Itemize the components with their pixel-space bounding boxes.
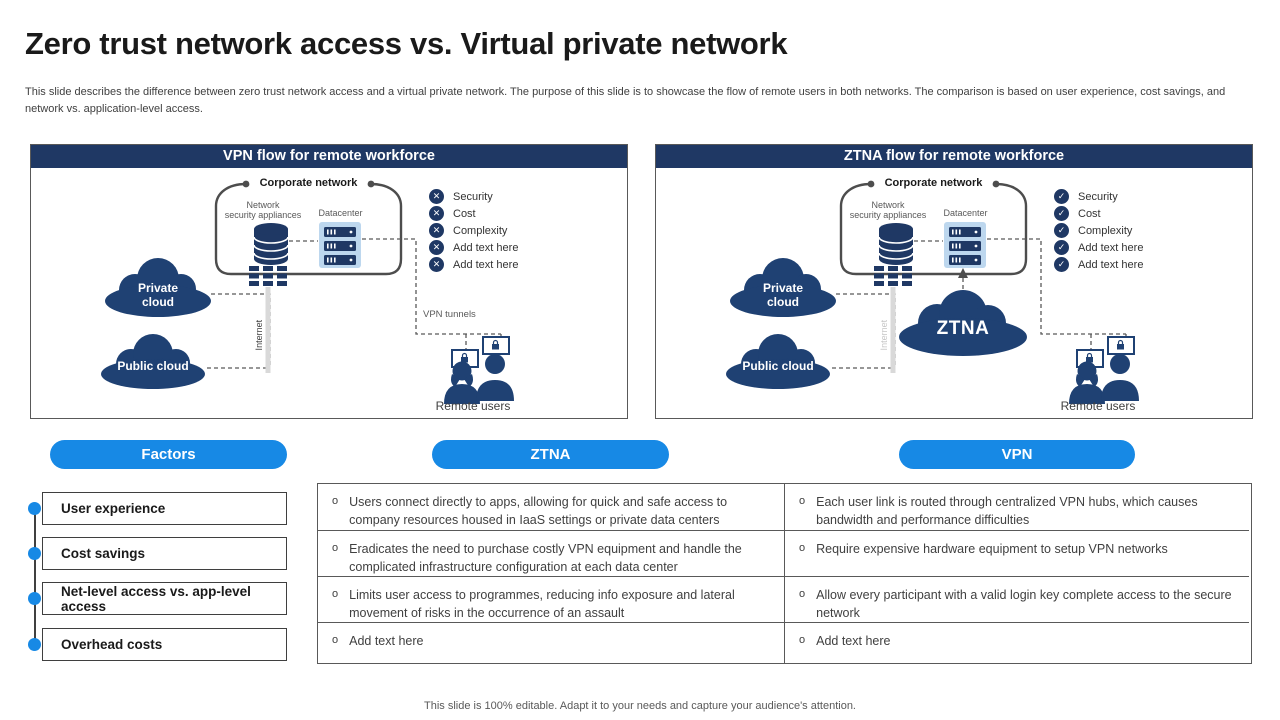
page-title: Zero trust network access vs. Virtual pr… — [25, 26, 788, 61]
vpn-issue-list: ✕Security ✕Cost ✕Complexity ✕Add text he… — [429, 188, 518, 273]
up-arrow-icon — [958, 268, 968, 278]
factor-item: Net-level access vs. app-level access — [42, 582, 287, 615]
vpn-diagram — [101, 180, 514, 404]
list-item: ✕Security — [429, 188, 518, 205]
cross-icon: ✕ — [429, 223, 444, 238]
cell-bullet: o — [332, 634, 339, 646]
cross-icon: ✕ — [429, 240, 444, 255]
list-item: ✕Complexity — [429, 222, 518, 239]
list-item: ✕Cost — [429, 205, 518, 222]
datacenter-label: Datacenter — [318, 208, 363, 218]
factor-dot — [28, 502, 41, 515]
public-cloud-label: Public cloud — [117, 359, 189, 373]
cell-bullet: o — [799, 634, 806, 646]
internet-label: Internet — [878, 319, 889, 351]
private-cloud — [730, 258, 836, 317]
list-item: ✓Add text here — [1054, 239, 1143, 256]
ztna-cloud — [899, 290, 1027, 356]
network-appliances-label: Network security appliances — [849, 200, 927, 221]
internet-trunk — [890, 287, 896, 373]
cell-bullet: o — [799, 495, 806, 507]
check-icon: ✓ — [1054, 223, 1069, 238]
remote-users-icons — [444, 354, 514, 404]
factor-dot — [28, 638, 41, 651]
switch-grid-icon — [249, 266, 287, 286]
list-item: ✕Add text here — [429, 239, 518, 256]
public-cloud — [726, 334, 830, 389]
remote-users-label: Remote users — [1060, 399, 1136, 413]
cross-icon: ✕ — [429, 189, 444, 204]
ztna-benefit-list: ✓Security ✓Cost ✓Complexity ✓Add text he… — [1054, 188, 1143, 273]
vpn-panel-body: Corporate network Network security appli… — [31, 168, 627, 418]
list-item: ✓Complexity — [1054, 222, 1143, 239]
cell-bullet: o — [799, 542, 806, 554]
remote-users-icons — [1069, 354, 1139, 404]
ztna-cloud-label: ZTNA — [936, 318, 990, 339]
ztna-panel-body: Corporate network Network security appli… — [656, 168, 1252, 418]
list-item: ✓Add text here — [1054, 256, 1143, 273]
check-icon: ✓ — [1054, 257, 1069, 272]
factor-item: User experience — [42, 492, 287, 525]
factor-item: Cost savings — [42, 537, 287, 570]
corporate-network-box — [839, 180, 1028, 276]
check-icon: ✓ — [1054, 240, 1069, 255]
private-cloud — [105, 258, 211, 317]
cell-bullet: o — [799, 588, 806, 600]
network-appliances-label: Network security appliances — [224, 200, 302, 221]
vpn-panel-title: VPN flow for remote workforce — [31, 145, 627, 168]
vpn-flow-panel: VPN flow for remote workforce — [30, 144, 628, 419]
server-rack-icon — [944, 222, 986, 268]
factor-dot — [28, 547, 41, 560]
switch-grid-icon — [874, 266, 912, 286]
list-item: ✕Add text here — [429, 256, 518, 273]
factor-item: Overhead costs — [42, 628, 287, 661]
check-icon: ✓ — [1054, 189, 1069, 204]
ztna-flow-panel: ZTNA flow for remote workforce — [655, 144, 1253, 419]
cell-bullet: o — [332, 588, 339, 600]
database-icon — [878, 223, 914, 265]
pill-vpn: VPN — [899, 440, 1135, 469]
list-item: ✓Security — [1054, 188, 1143, 205]
internet-trunk — [265, 287, 271, 373]
datacenter-label: Datacenter — [943, 208, 988, 218]
internet-label: Internet — [253, 319, 264, 351]
ztna-panel-title: ZTNA flow for remote workforce — [656, 145, 1252, 168]
footer-note: This slide is 100% editable. Adapt it to… — [424, 700, 856, 712]
laptop-icons — [451, 336, 510, 368]
corporate-network-label: Corporate network — [259, 177, 358, 189]
factor-dot — [28, 592, 41, 605]
cell-bullet: o — [332, 542, 339, 554]
cross-icon: ✕ — [429, 257, 444, 272]
pill-ztna: ZTNA — [432, 440, 669, 469]
private-cloud-label: Private cloud — [137, 281, 179, 309]
remote-users-label: Remote users — [435, 399, 511, 413]
public-cloud-label: Public cloud — [742, 359, 814, 373]
check-icon: ✓ — [1054, 206, 1069, 221]
corporate-network-box — [214, 180, 403, 276]
database-icon — [253, 223, 289, 265]
server-rack-icon — [319, 222, 361, 268]
ztna-diagram — [726, 180, 1139, 404]
list-item: ✓Cost — [1054, 205, 1143, 222]
private-cloud-label: Private cloud — [762, 281, 804, 309]
pill-factors: Factors — [50, 440, 287, 469]
cross-icon: ✕ — [429, 206, 444, 221]
factor-connector — [33, 508, 36, 645]
public-cloud — [101, 334, 205, 389]
slide-description: This slide describes the difference betw… — [25, 86, 1226, 116]
cell-bullet: o — [332, 495, 339, 507]
vpn-tunnels-label: VPN tunnels — [423, 309, 476, 320]
corporate-network-label: Corporate network — [884, 177, 983, 189]
